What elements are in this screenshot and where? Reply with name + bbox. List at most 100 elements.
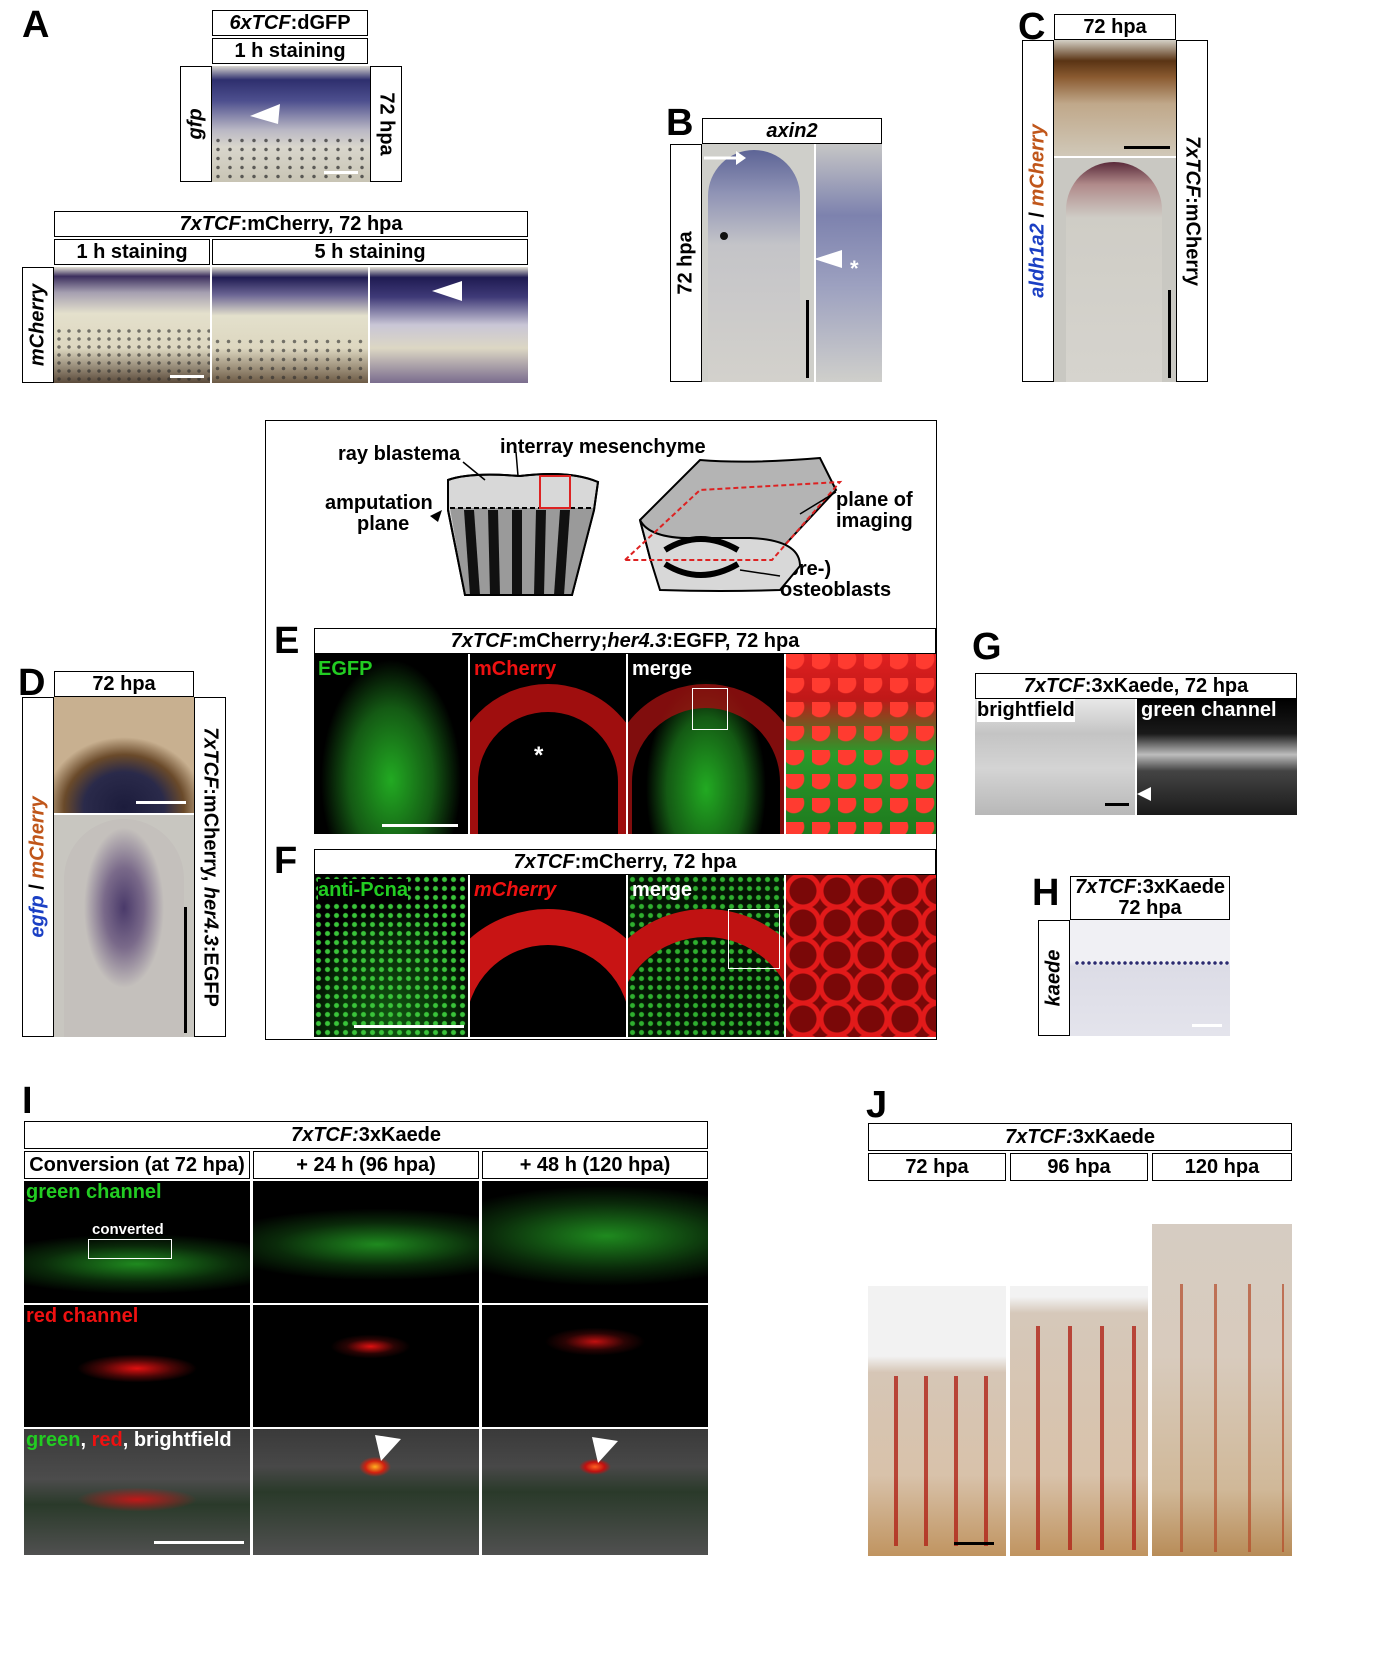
scale-bar (136, 801, 186, 804)
panel-b-left-label: 72 hpa (674, 231, 697, 295)
panel-f-merge-image: merge (628, 875, 784, 1037)
panel-j-red-veins (1160, 1284, 1284, 1552)
panel-letter-j: J (866, 1084, 888, 1126)
panel-i-red-1: red channel (24, 1305, 250, 1427)
arrowhead-icon (816, 250, 842, 268)
panel-a-header-staining: 1 h staining (212, 38, 368, 64)
panel-g-col1-label: brightfield (977, 699, 1075, 722)
panel-g-header-1: 7xTCF (1023, 674, 1085, 697)
schematic-frame (265, 420, 937, 1040)
panel-f-red-arc (470, 909, 626, 1037)
scale-bar (154, 1541, 244, 1544)
panel-i-merge-2 (253, 1429, 479, 1555)
panel-d-left-label: egfp / mCherry (27, 796, 50, 937)
zoom-box (692, 688, 728, 730)
scale-bar (1168, 290, 1171, 378)
panel-i-col2: + 24 h (96 hpa) (253, 1151, 479, 1179)
row3-sep: , (80, 1429, 92, 1451)
zoom-box (728, 909, 780, 969)
osteo-label-2: osteoblasts (780, 579, 892, 601)
row3-green: green (26, 1429, 81, 1451)
panel-c-header: 72 hpa (1054, 14, 1176, 40)
panel-a-mcherry-1h-image (54, 267, 210, 383)
panel-f-header: 7xTCF:mCherry, 72 hpa (314, 849, 936, 875)
panel-d-tissue (64, 819, 184, 1037)
panel-i-green-1: green channel converted (24, 1181, 250, 1303)
amputation-label-2: plane (357, 513, 410, 535)
panel-i-merge-1: green, red, brightfield (24, 1429, 250, 1555)
panel-d-right-label-box: 7xTCF:mCherry, her4.3:EGFP (194, 697, 226, 1037)
panel-i-header-1: 7xTCF: (290, 1123, 359, 1146)
panel-d-right-label: 7xTCF:mCherry, her4.3:EGFP (199, 727, 222, 1007)
scale-bar (324, 171, 358, 174)
panel-j-col1: 72 hpa (868, 1153, 1006, 1181)
ray-blastema-label: ray blastema (338, 443, 461, 465)
panel-a-row2-col2: 5 h staining (212, 239, 528, 265)
panel-i-row3-label: green, red, brightfield (26, 1429, 232, 1452)
arrowhead-icon (592, 1437, 618, 1463)
panel-e-egfp-image: EGFP (314, 654, 468, 834)
mcherry-label: mCherry (26, 796, 49, 879)
panel-d-header: 72 hpa (54, 671, 194, 697)
arrowhead-icon (1137, 787, 1151, 801)
panel-i-row2-label: red channel (26, 1305, 139, 1327)
aldh1a2-label: aldh1a2 (1026, 223, 1049, 298)
panel-e-header-3: her4.3 (607, 629, 667, 652)
asterisk: * (534, 742, 544, 769)
panel-letter-f: F (274, 840, 298, 882)
panel-a-dots (212, 337, 368, 383)
label-separator: / (1026, 206, 1049, 224)
panel-letter-d: D (18, 662, 46, 704)
plane-label-1: plane of (836, 489, 913, 511)
panel-a-row2-left-label-box: mCherry (22, 267, 54, 383)
panel-i-green-3 (482, 1181, 708, 1303)
panel-e-red-arc (470, 684, 626, 834)
panel-h-header: 7xTCF:3xKaede 72 hpa (1070, 876, 1230, 920)
panel-a-row2-header-rest: :mCherry, 72 hpa (240, 212, 403, 235)
arrowhead-icon (375, 1435, 401, 1461)
panel-letter-h: H (1032, 872, 1060, 914)
panel-d-right-4: :EGFP (199, 945, 222, 1007)
panel-d-right-2: :mCherry, (199, 788, 222, 887)
panel-g-header: 7xTCF:3xKaede, 72 hpa (975, 673, 1297, 699)
panel-h-left-label-box: kaede (1038, 920, 1070, 1036)
plane-label-2: imaging (836, 510, 913, 532)
panel-a-row2-header: 7xTCF:mCherry, 72 hpa (54, 211, 528, 237)
panel-j-header: 7xTCF:3xKaede (868, 1123, 1292, 1151)
panel-a-header-top-italic: 6xTCF (229, 11, 291, 34)
panel-c-right-label: 7xTCF:mCherry (1181, 136, 1204, 286)
panel-a-header-top: 6xTCF:dGFP (212, 10, 368, 36)
panel-b-tissue (708, 150, 800, 382)
panel-c-image-top (1054, 40, 1176, 156)
panel-h-image (1070, 920, 1230, 1036)
panel-j-red-veins (878, 1376, 996, 1546)
panel-a-right-label-box: 72 hpa (370, 66, 402, 182)
panel-a-left-label-box: gfp (180, 66, 212, 182)
panel-b-dot (720, 232, 728, 240)
panel-e-ch2-label: mCherry (474, 658, 557, 680)
panel-e-zoom-image (786, 654, 936, 834)
panel-j-header-2: 3xKaede (1072, 1125, 1156, 1148)
panel-c-left-label-box: aldh1a2 / mCherry (1022, 40, 1054, 382)
panel-e-header-1: 7xTCF (450, 629, 512, 652)
panel-f-zoom-image (786, 875, 936, 1037)
amputation-label-1: amputation (325, 492, 433, 514)
interray-label: interray mesenchyme (500, 436, 706, 458)
arrow-icon (704, 151, 746, 165)
panel-b-left-label-box: 72 hpa (670, 144, 702, 382)
converted-box (88, 1239, 172, 1259)
panel-h-header-3: 72 hpa (1118, 897, 1182, 919)
panel-j-image-96 (1010, 1286, 1148, 1556)
panel-i-header-2: 3xKaede (358, 1123, 442, 1146)
panel-h-stain-line (1074, 960, 1230, 966)
panel-j-col3: 120 hpa (1152, 1153, 1292, 1181)
panel-f-ch3-label: merge (632, 879, 693, 901)
panel-j-header-1: 7xTCF: (1004, 1125, 1073, 1148)
panel-d-image-bottom (54, 815, 194, 1037)
panel-e-ch1-label: EGFP (318, 658, 373, 680)
panel-i-header: 7xTCF:3xKaede (24, 1121, 708, 1149)
panel-h-left-label: kaede (1042, 949, 1065, 1007)
panel-a-row2-left-label: mCherry (26, 283, 49, 367)
asterisk: * (850, 256, 859, 281)
mcherry-label: mCherry (1026, 124, 1049, 207)
